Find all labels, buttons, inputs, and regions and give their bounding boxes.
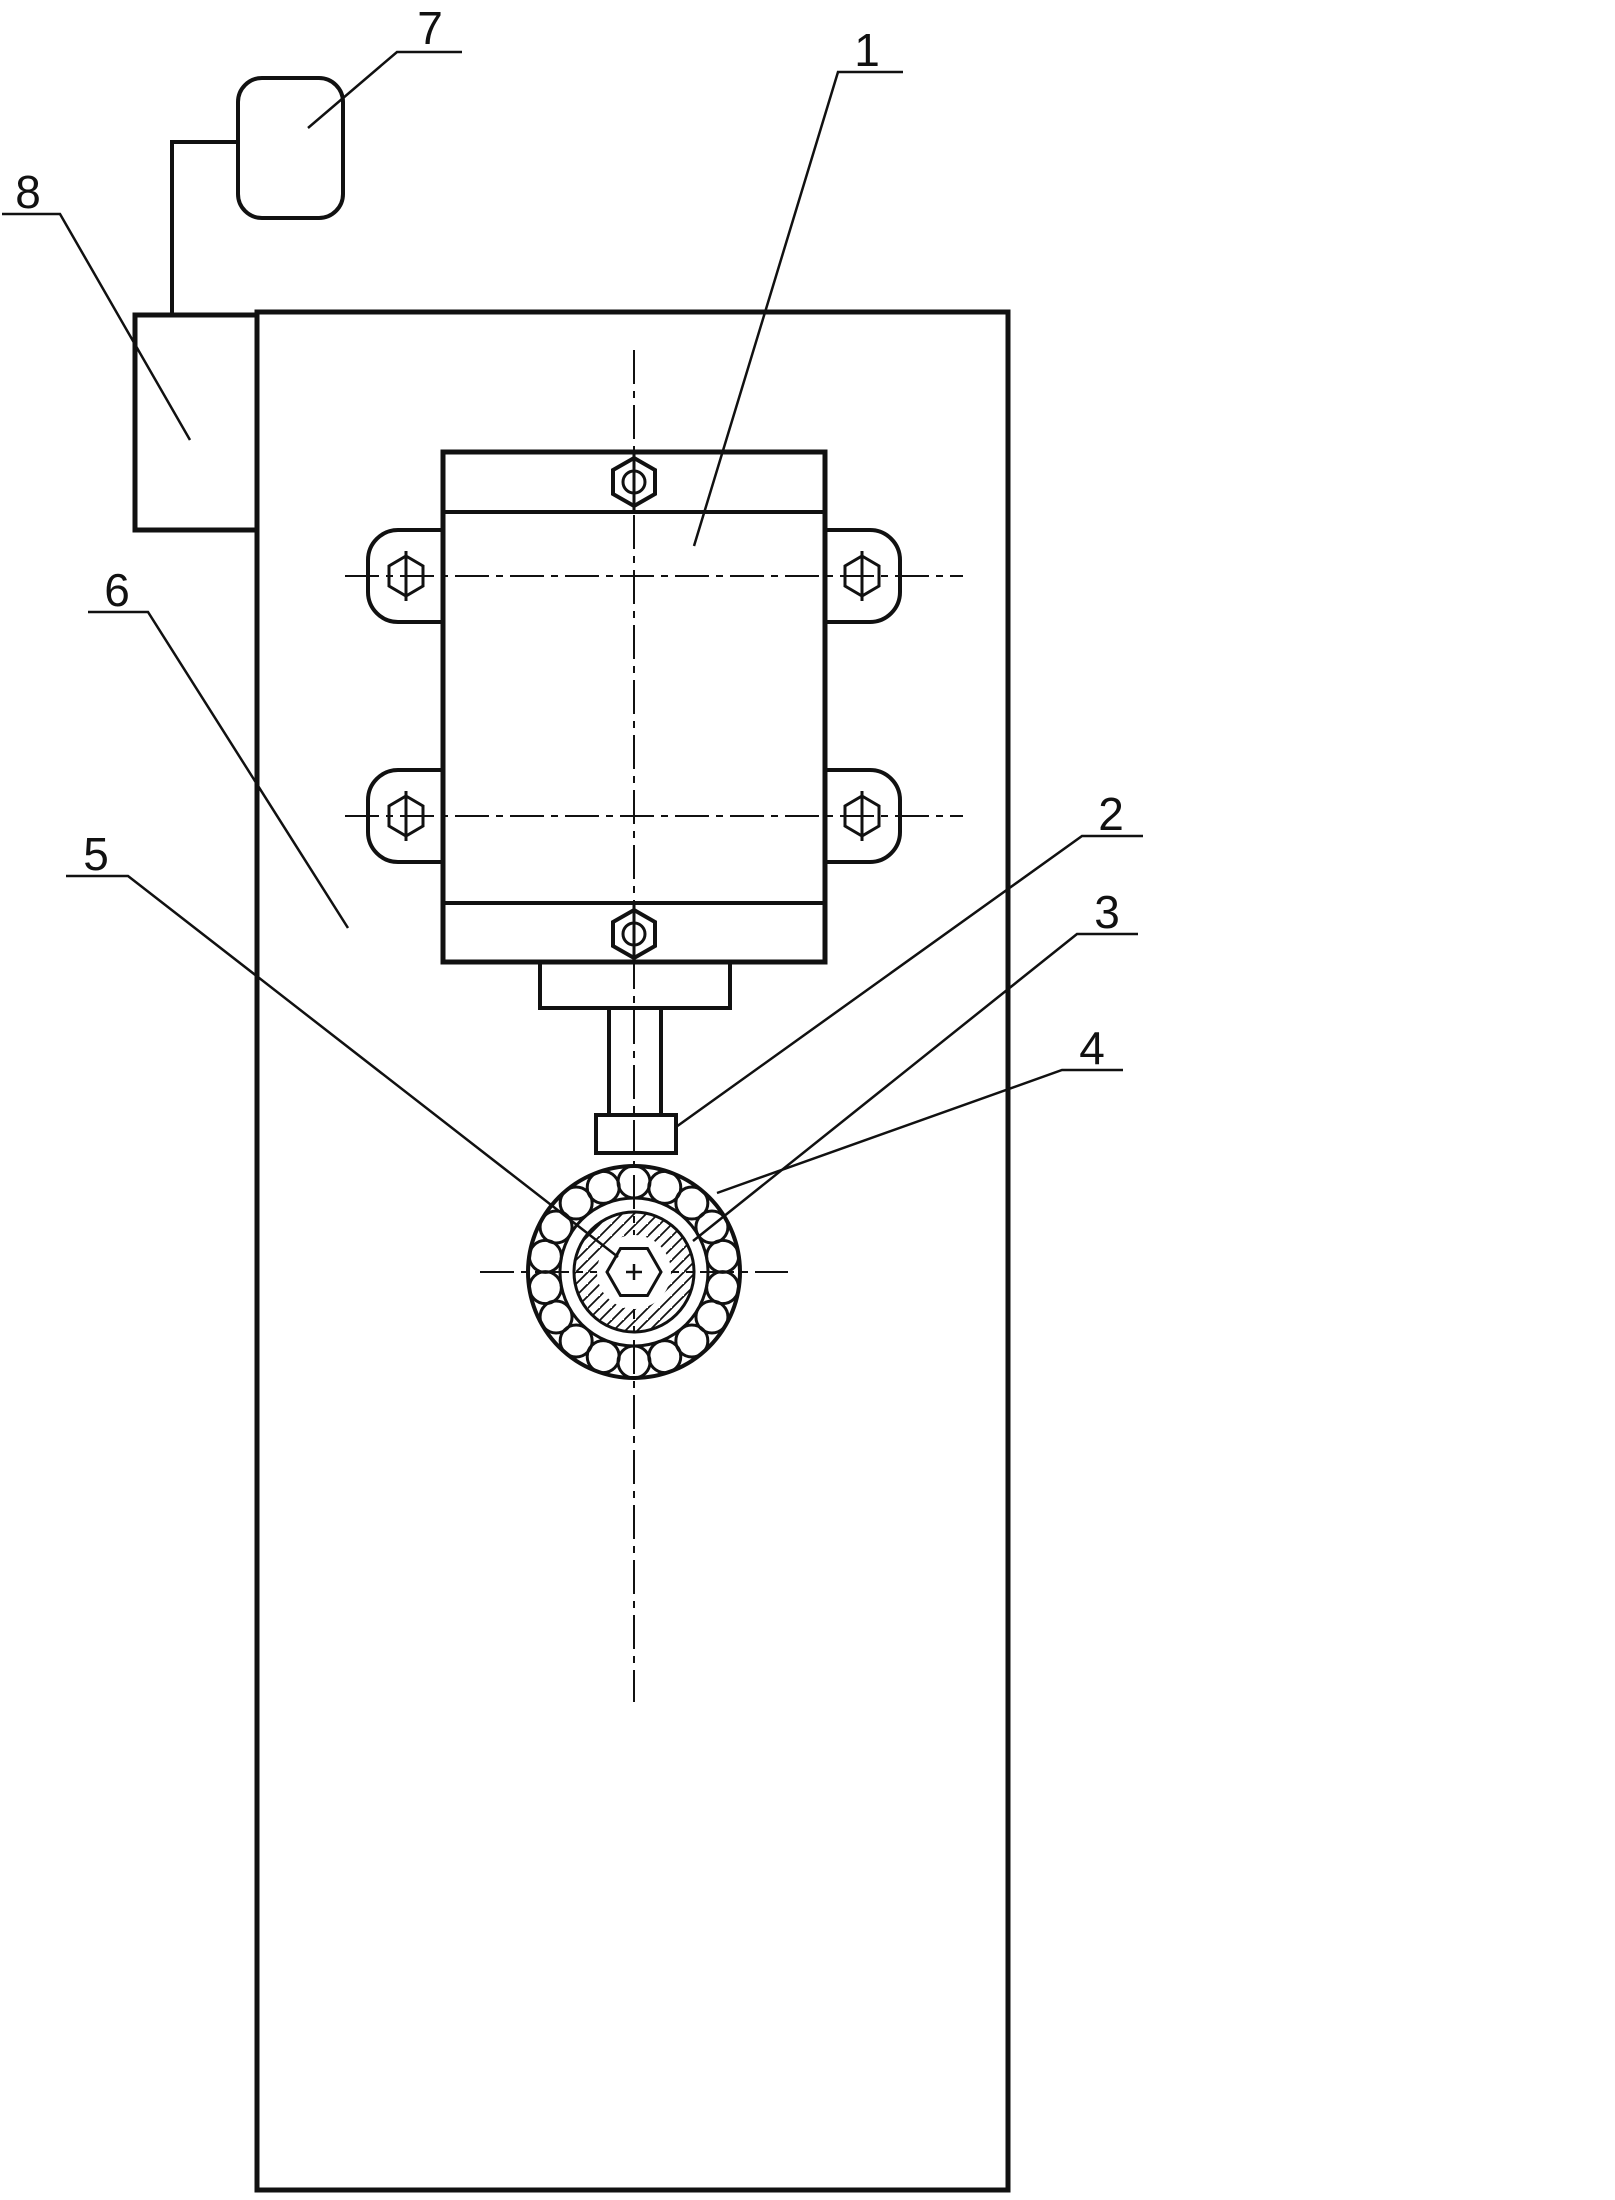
- callout-3-label: 3: [1094, 886, 1120, 938]
- callout-4-label: 4: [1079, 1022, 1105, 1074]
- callouts: 1 2 3 4 5 6 7 8: [2, 2, 1143, 1258]
- callout-5-leader: [66, 874, 619, 1258]
- hub-hex: [605, 1247, 663, 1297]
- bearing-roller: [558, 1185, 594, 1221]
- callout-7-label: 7: [417, 2, 443, 54]
- bearing-rollers: [527, 1164, 741, 1380]
- hub-center-mark: [626, 1264, 642, 1280]
- side-box: [132, 312, 260, 533]
- bearing-roller: [538, 1299, 574, 1335]
- shaft-end-coupling: [594, 1113, 678, 1155]
- bearing-roller: [527, 1270, 563, 1306]
- ear-bolt-lower-right: [843, 791, 881, 841]
- bearing-roller: [647, 1169, 683, 1205]
- callout-7-leader: [307, 50, 462, 129]
- callout-8-label: 8: [15, 166, 41, 218]
- mounting-ear-upper-left: [366, 528, 445, 624]
- connector-line: [170, 140, 238, 315]
- bearing-roller: [585, 1339, 621, 1375]
- bearing-roller: [647, 1339, 683, 1375]
- callout-4-leader: [716, 1068, 1123, 1195]
- bearing-roller: [558, 1323, 594, 1359]
- hex-bolt-top: [611, 453, 657, 511]
- callout-5-label: 5: [83, 828, 109, 880]
- callout-2-leader: [675, 834, 1143, 1129]
- callout-1-label: 1: [854, 24, 880, 76]
- callout-6-leader: [88, 610, 350, 929]
- callout-6-label: 6: [104, 564, 130, 616]
- callout-2-label: 2: [1098, 788, 1124, 840]
- bearing-roller: [585, 1169, 621, 1205]
- mounting-ears: [366, 528, 902, 864]
- ear-bolt-upper-left: [387, 551, 425, 601]
- bearing-roller: [705, 1238, 741, 1274]
- roller-bearing: [526, 1164, 742, 1380]
- bearing-roller: [538, 1209, 574, 1245]
- ear-bolt-upper-right: [843, 551, 881, 601]
- mounting-ear-lower-right: [823, 768, 902, 864]
- bearing-roller: [705, 1270, 741, 1306]
- ear-bolt-lower-left: [387, 791, 425, 841]
- bearing-roller: [674, 1185, 710, 1221]
- mounting-ear-upper-right: [823, 528, 902, 624]
- base-plate: [254, 309, 1011, 2193]
- bearing-roller: [694, 1299, 730, 1335]
- hex-bolt-bottom: [611, 905, 657, 963]
- callout-1-leader: [692, 70, 903, 547]
- mounting-ear-lower-left: [366, 768, 445, 864]
- callout-3-leader: [692, 932, 1138, 1242]
- callout-8-leader: [2, 212, 192, 441]
- output-shaft: [538, 960, 732, 1155]
- bearing-roller: [674, 1323, 710, 1359]
- remote-box: [236, 76, 345, 220]
- bearing-roller: [527, 1238, 563, 1274]
